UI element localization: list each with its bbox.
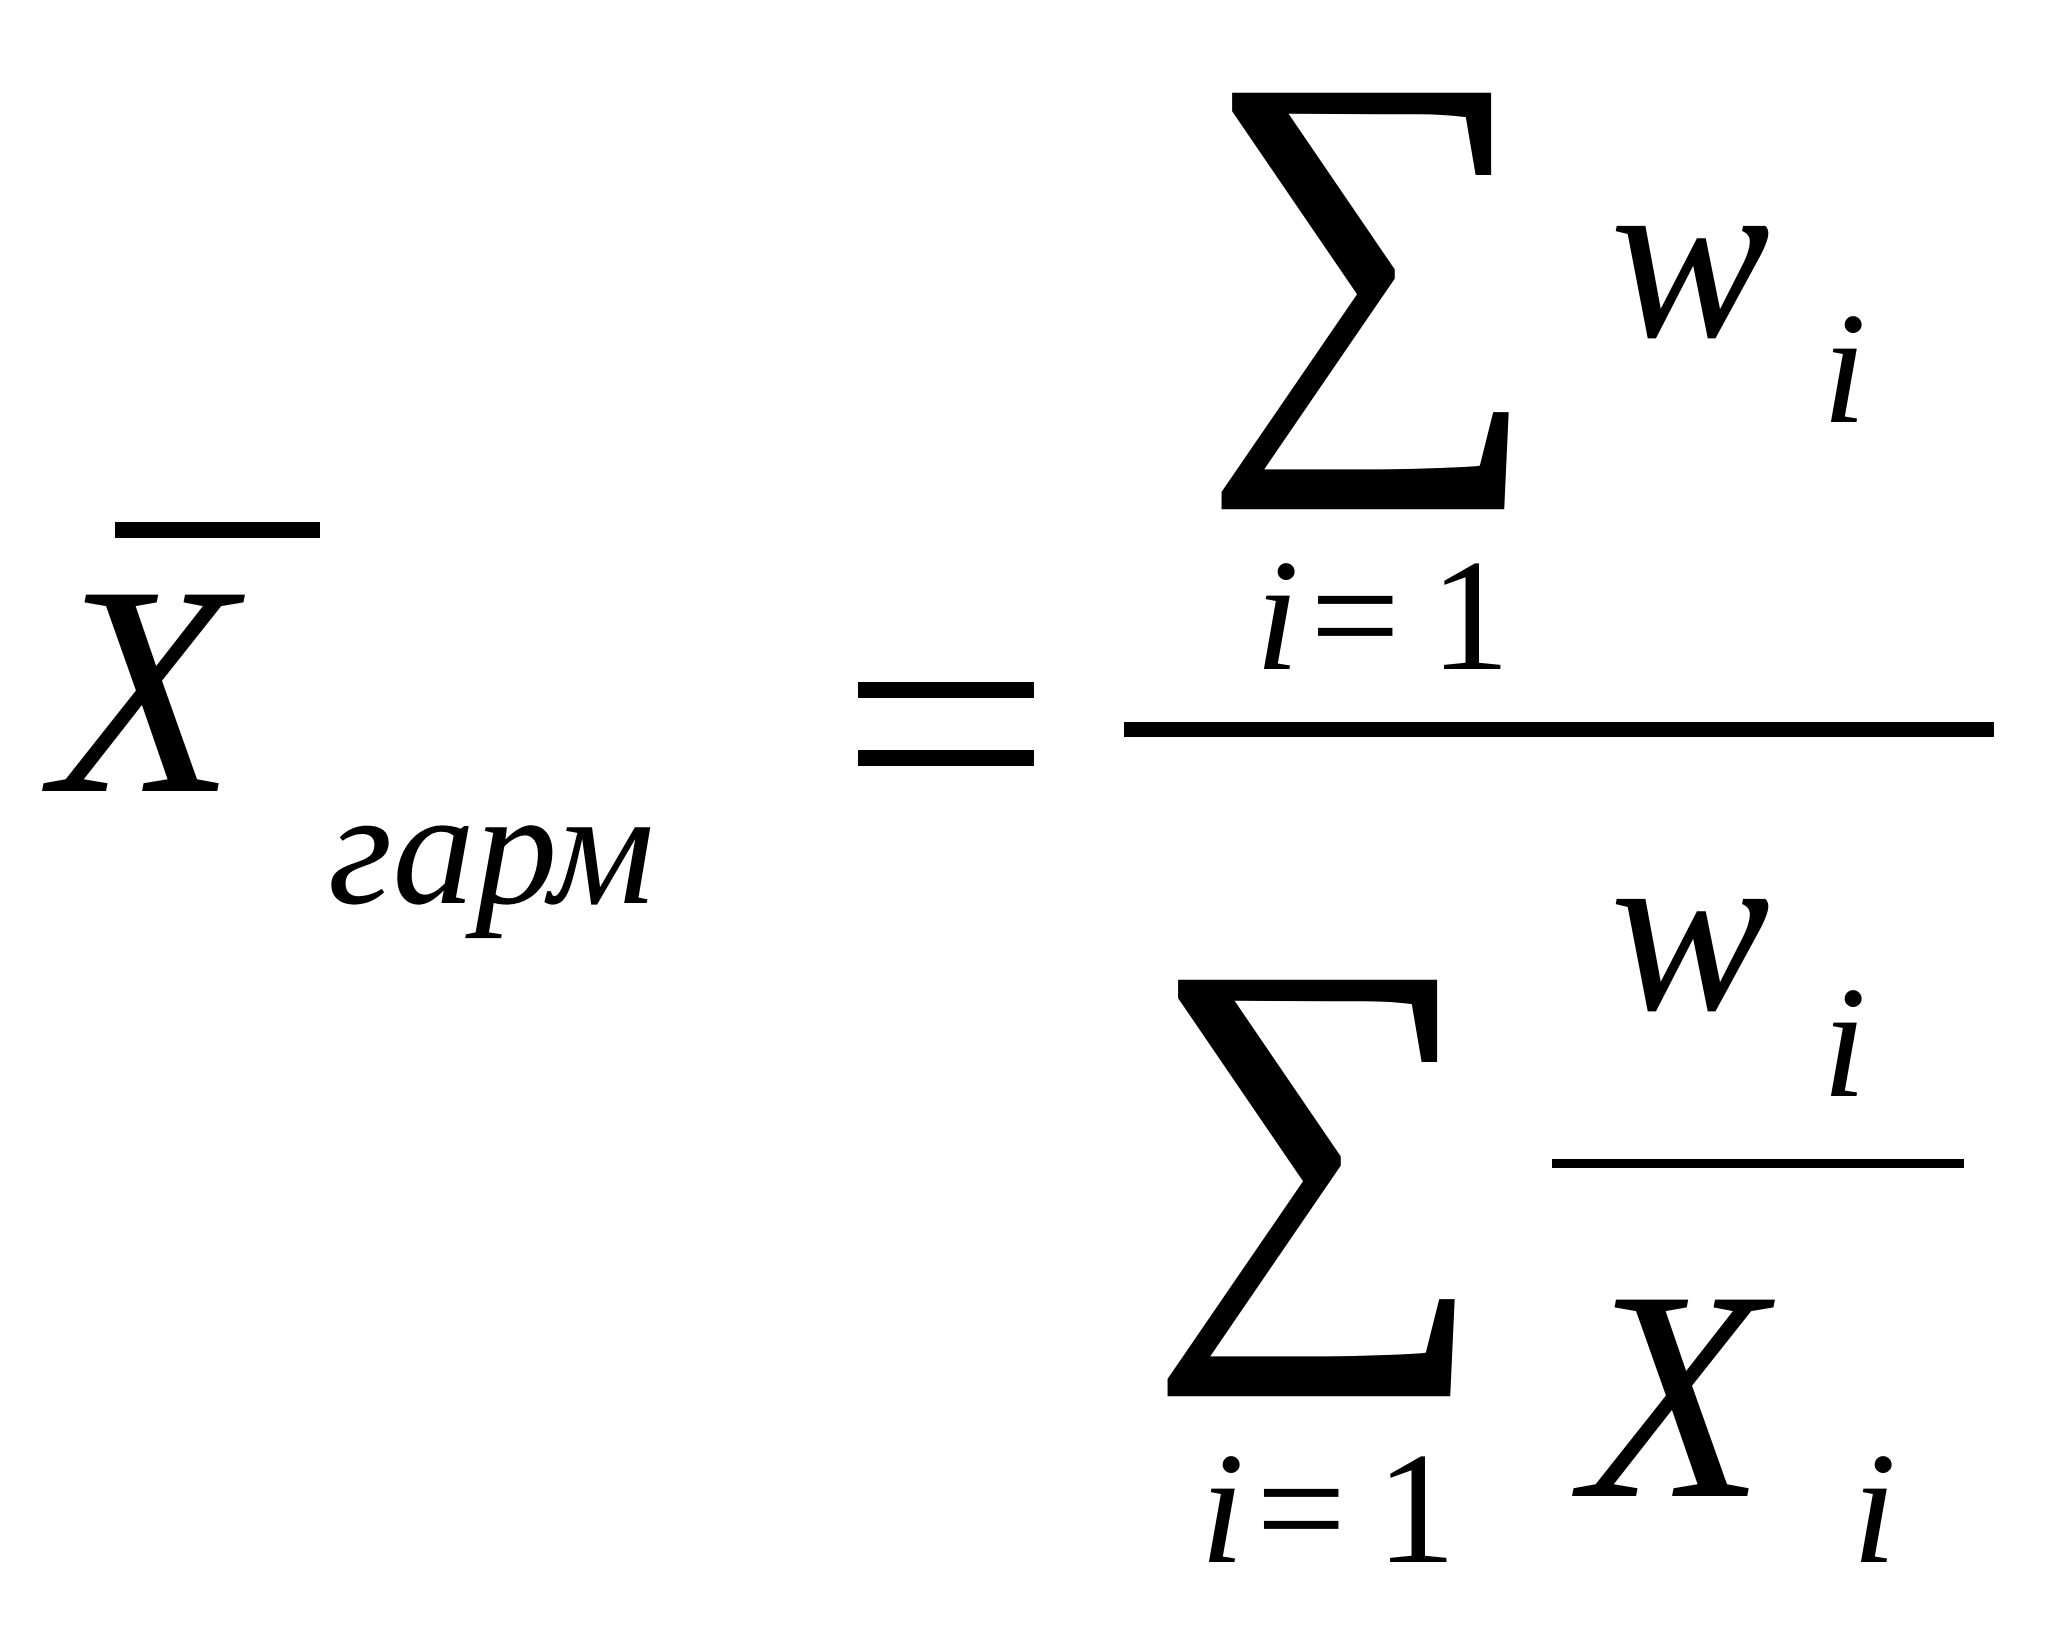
denominator-inner-numerator-subscript: i	[1822, 953, 1867, 1131]
numerator-lower-index: i	[1255, 526, 1300, 704]
denominator-lower-start: 1	[1376, 1419, 1456, 1597]
equals-bottom-bar	[858, 750, 1034, 766]
lhs-overline	[115, 522, 320, 538]
numerator-term-subscript: i	[1822, 279, 1867, 457]
lhs-symbol: X	[52, 524, 236, 856]
inner-fraction-bar	[1552, 1159, 1964, 1168]
main-fraction-bar	[1124, 722, 1994, 737]
denominator-sum-symbol: ∑	[1146, 866, 1489, 1398]
numerator-term: w	[1610, 122, 1771, 388]
denominator-inner-denominator-subscript: i	[1852, 1419, 1897, 1597]
denominator-lower-index: i	[1200, 1419, 1245, 1597]
numerator-lower-eq: =	[1310, 526, 1401, 704]
denominator-inner-numerator: w	[1610, 795, 1771, 1061]
lhs-subscript: гарм	[328, 756, 655, 939]
equals-top-bar	[858, 682, 1034, 698]
denominator-lower-eq: =	[1256, 1419, 1347, 1597]
numerator-sum-symbol: ∑	[1200, 0, 1543, 511]
numerator-lower-start: 1	[1430, 526, 1510, 704]
denominator-inner-denominator: X	[1582, 1229, 1766, 1561]
